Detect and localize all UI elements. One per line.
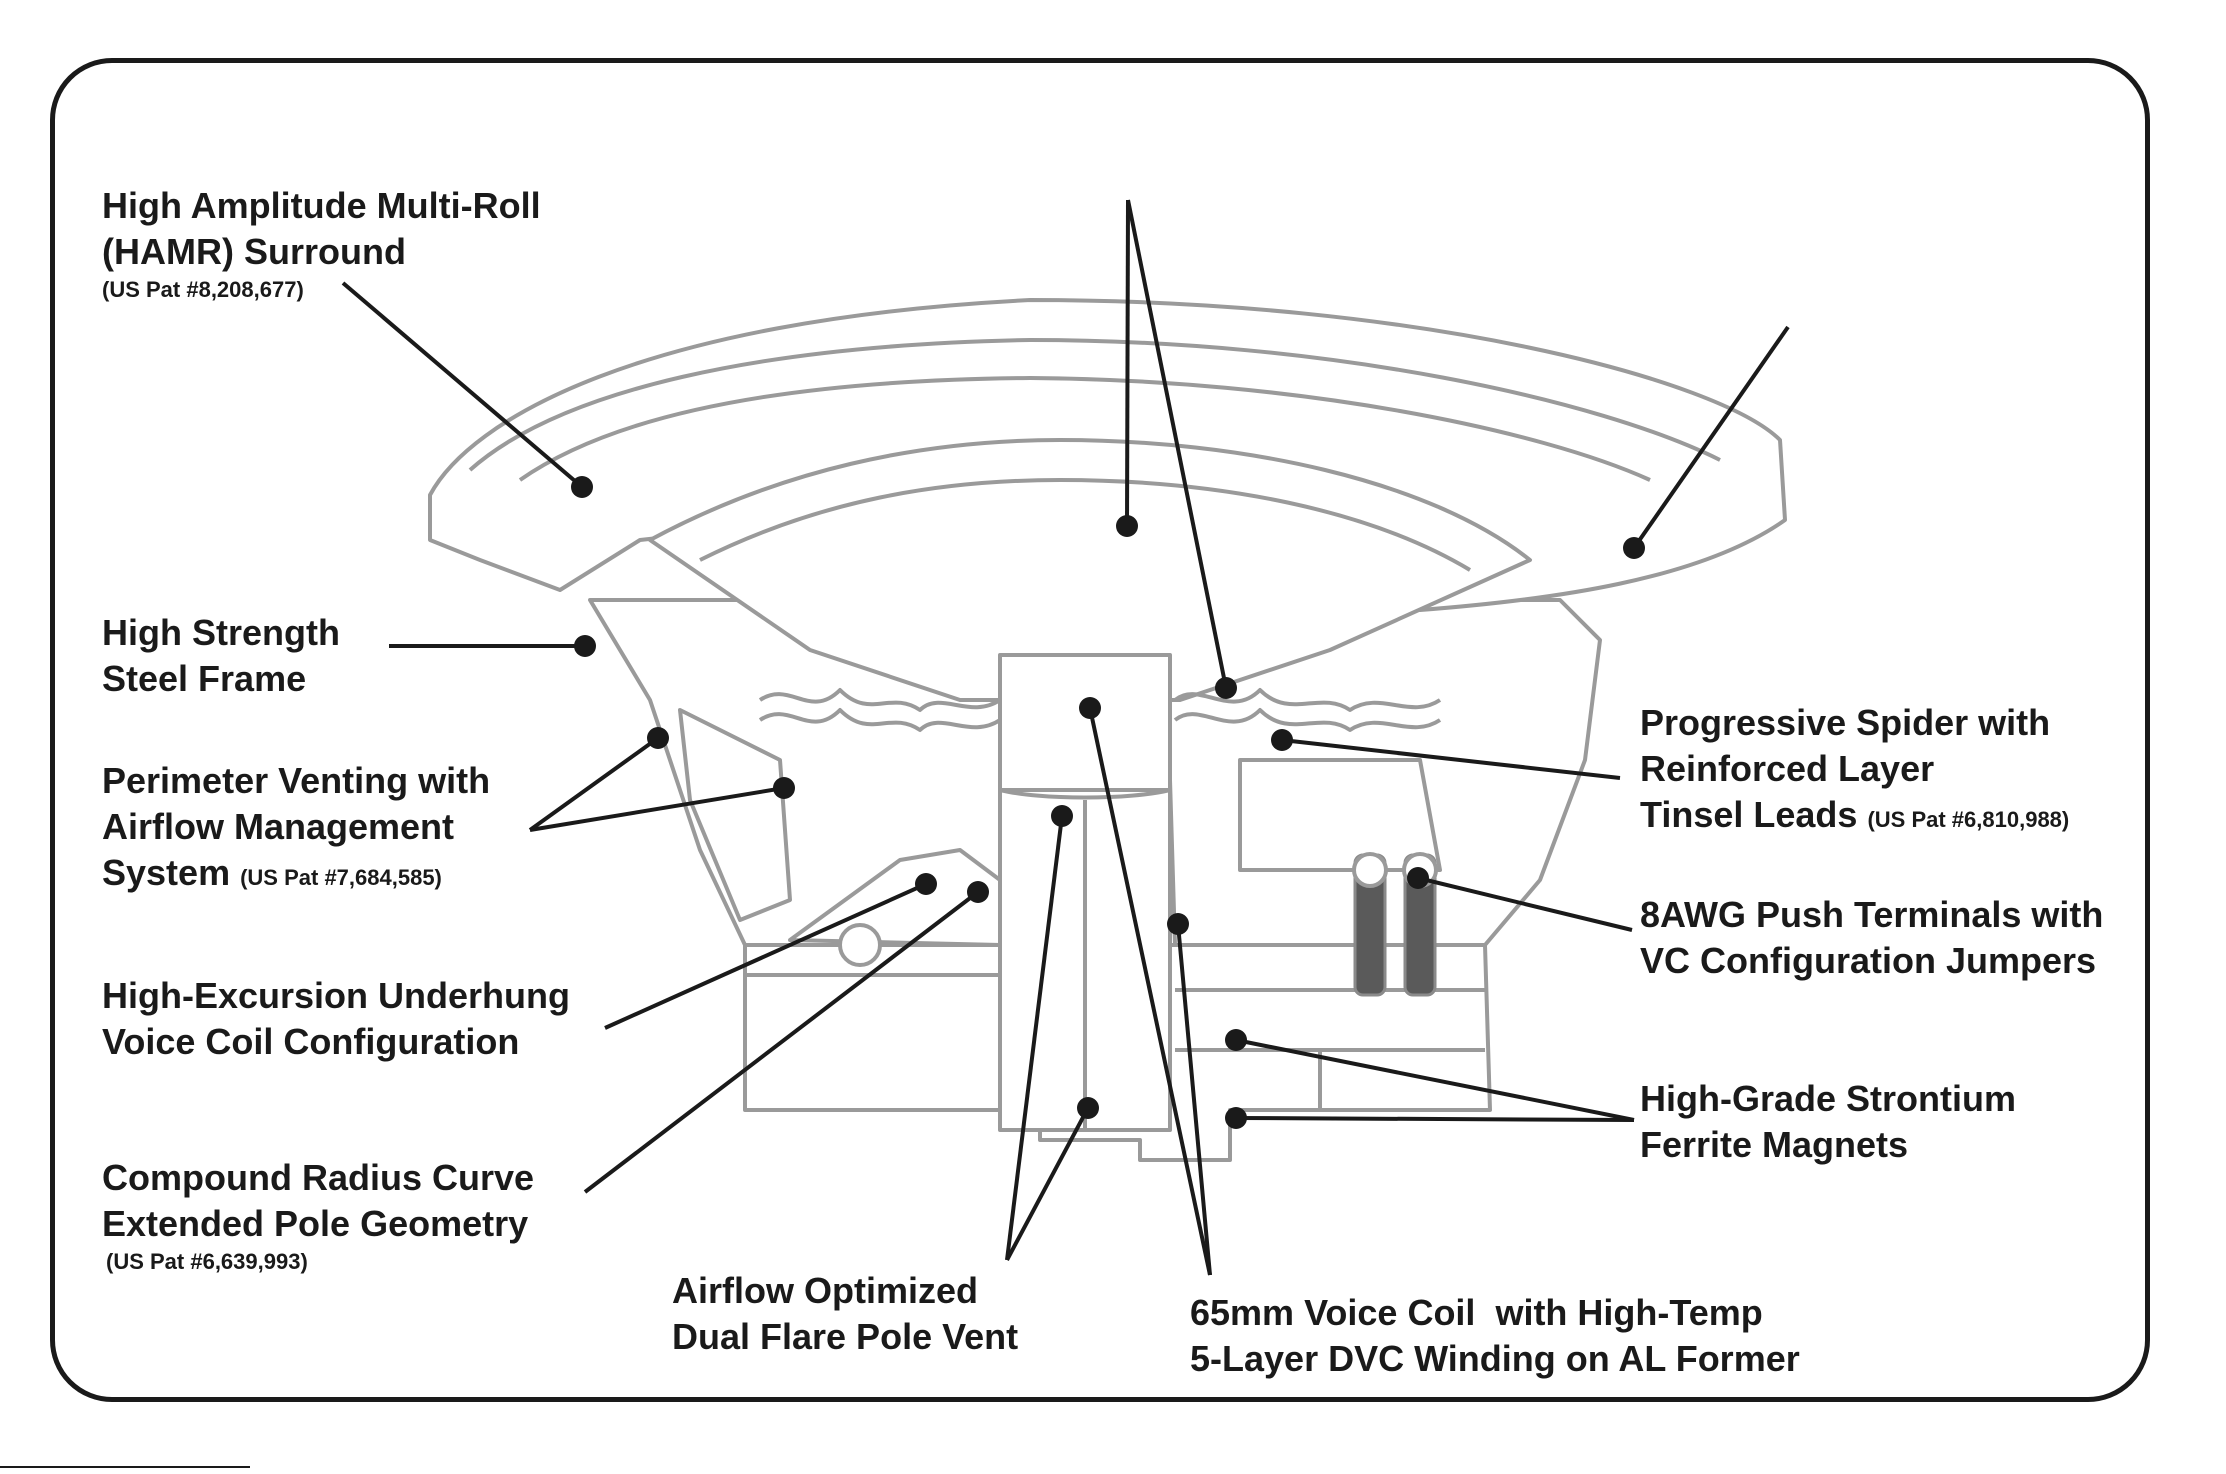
leader-surround (341, 281, 584, 489)
label-perimeter-venting-word: System (102, 852, 231, 893)
voice-coil-former (998, 653, 1172, 792)
perimeter-vent (678, 708, 792, 922)
label-pole-geometry-line2: Extended Pole Geometry (102, 1203, 529, 1244)
diagram-border (50, 58, 2150, 1402)
leader-magnets-a (1235, 1038, 1635, 1122)
label-underhung-coil-line2: Voice Coil Configuration (102, 1021, 520, 1062)
speaker-illustration (428, 298, 1787, 1162)
label-progressive-spider: Progressive Spider with Reinforced Layer… (1640, 700, 2069, 843)
spider-right (1173, 688, 1442, 712)
leader-magnets-b (1235, 1116, 1635, 1122)
footer-rule (0, 1466, 250, 1468)
dot-surround-right (1623, 537, 1645, 559)
label-ferrite-magnets-line1: High-Grade Strontium (1640, 1078, 2016, 1119)
dot-vent-b (1077, 1097, 1099, 1119)
label-hamr-surround-line1: High Amplitude Multi-Roll (102, 185, 541, 226)
leader-venting-a (528, 736, 660, 832)
label-underhung-coil-line1: High-Excursion Underhung (102, 975, 570, 1016)
label-steel-frame: High Strength Steel Frame (102, 610, 340, 702)
label-pole-geometry-line1: Compound Radius Curve (102, 1157, 535, 1198)
label-pole-vent-line1: Airflow Optimized (672, 1270, 978, 1311)
label-steel-frame-line2: Steel Frame (102, 658, 307, 699)
label-progressive-spider-tinsel: Tinsel Leads (1640, 794, 1858, 835)
label-perimeter-venting-line1: Perimeter Venting with (102, 760, 491, 801)
dot-magnets-b (1225, 1107, 1247, 1129)
leader-lines (341, 199, 1790, 1276)
label-push-terminals-line2: VC Configuration Jumpers (1640, 940, 2097, 981)
leader-venting-b (529, 786, 785, 832)
label-perimeter-venting: Perimeter Venting with Airflow Managemen… (102, 758, 490, 901)
label-ferrite-magnets-line2: Ferrite Magnets (1640, 1124, 1909, 1165)
label-hamr-surround-patent: (US Pat #8,208,677) (102, 277, 304, 302)
label-progressive-spider-line3: Tinsel Leads (US Pat #6,810,988) (1640, 792, 2069, 843)
label-pole-geometry-patent: (US Pat #6,639,993) (106, 1249, 308, 1274)
label-perimeter-venting-line3: System (US Pat #7,684,585) (102, 850, 490, 901)
dot-frame (574, 635, 596, 657)
label-hamr-surround-line2: (HAMR) Surround (102, 231, 406, 272)
leader-voice-coil-a (1088, 707, 1212, 1276)
label-perimeter-venting-line2: Airflow Management (102, 806, 455, 847)
label-voice-coil-line2: 5-Layer DVC Winding on AL Former (1190, 1338, 1800, 1379)
dot-cone-b (1215, 677, 1237, 699)
leader-vent-a (1005, 815, 1064, 1261)
label-push-terminals: 8AWG Push Terminals with VC Configuratio… (1640, 892, 2103, 984)
dot-underhung (915, 873, 937, 895)
dot-magnets-a (1225, 1029, 1247, 1051)
label-ferrite-magnets: High-Grade Strontium Ferrite Magnets (1640, 1076, 2016, 1168)
label-pole-vent-line2: Dual Flare Pole Vent (672, 1316, 1019, 1357)
label-perimeter-venting-patent: (US Pat #7,684,585) (240, 865, 442, 890)
leader-cone-b (1126, 199, 1228, 689)
leader-spider (1281, 738, 1621, 780)
dot-voice-coil-a (1079, 697, 1101, 719)
dot-terminals (1407, 867, 1429, 889)
label-progressive-spider-patent: (US Pat #6,810,988) (1867, 807, 2070, 832)
spider-left (758, 688, 1002, 712)
leader-terminals (1417, 876, 1633, 932)
label-voice-coil: 65mm Voice Coil with High-Temp 5-Layer D… (1190, 1290, 1800, 1382)
dot-spider (1271, 729, 1293, 751)
leader-surround-right (1632, 325, 1790, 550)
label-voice-coil-line1: 65mm Voice Coil with High-Temp (1190, 1292, 1763, 1333)
label-progressive-spider-line2: Reinforced Layer (1640, 748, 1935, 789)
dot-venting-b (773, 777, 795, 799)
label-pole-geometry: Compound Radius Curve Extended Pole Geom… (102, 1155, 534, 1277)
label-pole-vent: Airflow Optimized Dual Flare Pole Vent (672, 1268, 1018, 1360)
label-progressive-spider-line1: Progressive Spider with (1640, 702, 2051, 743)
leader-vent-b (1005, 1107, 1090, 1261)
dot-surround (571, 476, 593, 498)
cone (648, 438, 1532, 702)
label-steel-frame-line1: High Strength (102, 612, 340, 653)
leader-voice-coil-b (1176, 923, 1212, 1276)
label-underhung-coil: High-Excursion Underhung Voice Coil Conf… (102, 973, 570, 1065)
dot-cone-a (1116, 515, 1138, 537)
label-hamr-surround: High Amplitude Multi-Roll (HAMR) Surroun… (102, 183, 541, 305)
leader-pole (583, 890, 980, 1194)
leader-underhung (604, 882, 927, 1030)
dot-pole (967, 881, 989, 903)
leader-cone-a (1125, 199, 1130, 527)
dot-venting-a (647, 727, 669, 749)
terminal-bracket (1238, 758, 1442, 872)
dot-voice-coil-b (1167, 913, 1189, 935)
dot-vent-a (1051, 805, 1073, 827)
label-push-terminals-line1: 8AWG Push Terminals with (1640, 894, 2104, 935)
